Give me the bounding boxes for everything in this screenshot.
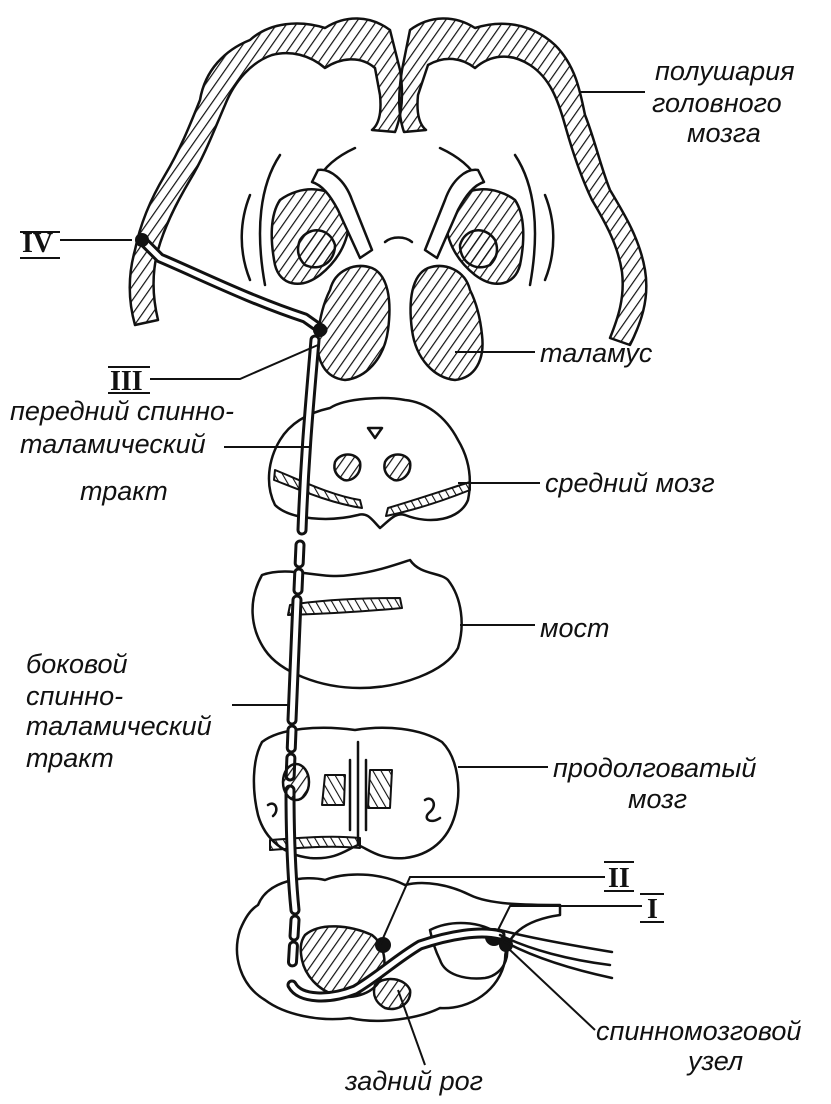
label-midbrain: средний мозг bbox=[545, 468, 715, 498]
label-pons: мост bbox=[540, 613, 610, 643]
pons bbox=[253, 560, 462, 688]
label-dorsal-horn: задний рог bbox=[344, 1066, 483, 1096]
label-hemispheres-line1: полушария bbox=[655, 56, 795, 86]
label-medulla-line1: продолговатый bbox=[553, 753, 756, 783]
label-thalamus: таламус bbox=[540, 338, 653, 368]
label-medulla-line2: мозг bbox=[628, 784, 687, 814]
label-hemispheres-line3: мозга bbox=[687, 118, 761, 148]
label-anterior-tract-line2: таламический bbox=[20, 429, 206, 459]
label-spinal-ganglion-line2: узел bbox=[686, 1046, 743, 1076]
basal-nuclei bbox=[242, 148, 554, 285]
label-anterior-tract-line1: передний спинно- bbox=[10, 396, 234, 426]
label-hemispheres-line2: головного bbox=[652, 88, 782, 118]
label-spinal-ganglion-line1: спинномозговой bbox=[596, 1016, 801, 1046]
label-lateral-tract-line1: боковой bbox=[26, 649, 128, 679]
spinal-cord bbox=[237, 875, 560, 1021]
numeral-1: I bbox=[647, 894, 658, 925]
label-lateral-tract-line2: спинно- bbox=[26, 681, 123, 711]
label-lateral-tract-line3: таламический bbox=[26, 711, 212, 741]
label-lateral-tract-line4: тракт bbox=[26, 743, 114, 773]
numeral-2: II bbox=[608, 863, 630, 894]
label-anterior-tract-line3: тракт bbox=[80, 476, 168, 506]
thalamus bbox=[317, 266, 482, 380]
